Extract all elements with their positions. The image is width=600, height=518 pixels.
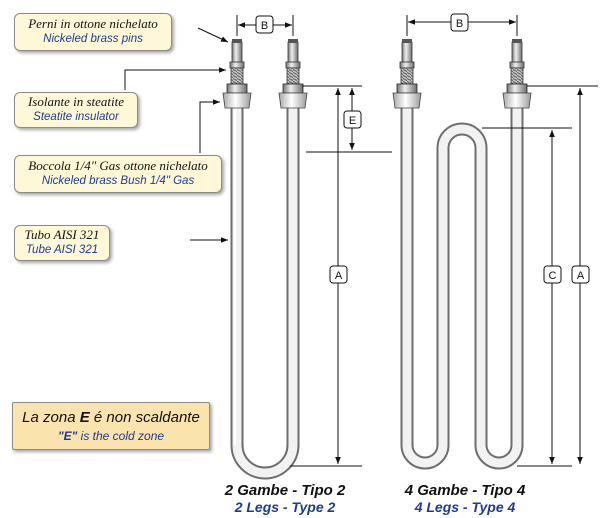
dim-label: A xyxy=(577,270,585,282)
dim-tag-b-left: B xyxy=(255,15,274,34)
note-bold: E xyxy=(79,409,90,426)
caption-type-2-it: 2 Gambe - Tipo 2 xyxy=(224,482,346,499)
dim-label: B xyxy=(261,20,268,32)
label-pins-it: Perni in ottone nichelato xyxy=(28,16,158,31)
leader-lines xyxy=(124,27,229,243)
label-tube-en: Tube AISI 321 xyxy=(25,244,99,256)
dim-tag-a-left: A xyxy=(329,265,348,284)
label-insulator-en: Steatite insulator xyxy=(33,111,119,123)
caption-type-4-it: 4 Gambe - Tipo 4 xyxy=(404,482,526,499)
dim-label: E xyxy=(349,115,356,127)
dim-tag-b-right: B xyxy=(450,13,469,32)
dim-label: A xyxy=(335,270,343,282)
label-insulator-it: Isolante in steatite xyxy=(27,94,125,109)
dim-label: B xyxy=(456,18,463,30)
tube-type-4 xyxy=(400,108,524,470)
label-bush: Boccola 1/4" Gas ottone nichelato Nickel… xyxy=(14,155,222,193)
note-pre: La zona xyxy=(22,409,80,426)
note-post: é non scaldante xyxy=(89,409,200,426)
caption-type-2-en: 2 Legs - Type 2 xyxy=(234,499,336,515)
cold-zone-note: La zona E é non scaldante "E" is the col… xyxy=(12,402,210,450)
label-bush-en: Nickeled brass Bush 1/4" Gas xyxy=(41,175,195,187)
cold-zone-note-en: "E" is the cold zone xyxy=(13,428,209,444)
dim-tag-a-right: A xyxy=(571,265,590,284)
note-en-post: is the cold zone xyxy=(77,429,165,443)
label-tube-it: Tubo AISI 321 xyxy=(24,227,100,242)
label-bush-it: Boccola 1/4" Gas ottone nichelato xyxy=(28,158,208,173)
label-tube: Tubo AISI 321 Tube AISI 321 xyxy=(14,225,110,261)
cold-zone-note-it: La zona E é non scaldante xyxy=(13,408,209,428)
label-pins: Perni in ottone nichelato Nickeled brass… xyxy=(14,13,172,51)
fitting-2 xyxy=(278,39,308,109)
caption-type-4: 4 Gambe - Tipo 4 4 Legs - Type 4 xyxy=(385,482,545,515)
fitting-3 xyxy=(392,39,422,109)
label-pins-en: Nickeled brass pins xyxy=(43,33,143,45)
dim-label: C xyxy=(549,270,557,282)
note-en-bold: "E" xyxy=(57,429,78,443)
dim-tag-e: E xyxy=(343,110,362,129)
dim-tag-c: C xyxy=(543,265,562,284)
caption-type-4-en: 4 Legs - Type 4 xyxy=(414,499,516,515)
caption-type-2: 2 Gambe - Tipo 2 2 Legs - Type 2 xyxy=(205,482,365,515)
tube-type-2 xyxy=(230,108,300,480)
fitting-1 xyxy=(222,39,252,109)
label-insulator: Isolante in steatite Steatite insulator xyxy=(14,92,138,128)
fitting-4 xyxy=(502,39,532,109)
